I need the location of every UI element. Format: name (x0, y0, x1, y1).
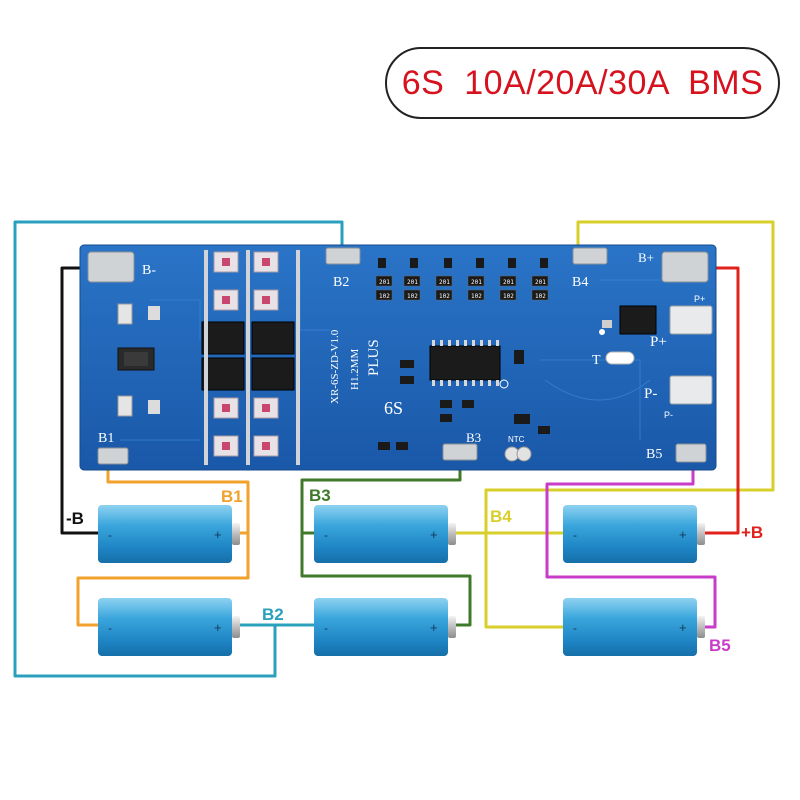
resistor-code: 102 (503, 293, 514, 300)
title-badge: 6S 10A/20A/30A BMS (385, 47, 780, 119)
pad-p-minus (669, 375, 713, 405)
board-label-p-minus: P- (644, 386, 657, 402)
board-label-t: T (592, 353, 601, 368)
resistor-code: 201 (503, 279, 514, 286)
resistor-code: 102 (471, 293, 482, 300)
bms-ic (429, 345, 501, 381)
battery-cells: -+-+-+-+-+-+ (98, 505, 705, 656)
battery-positive-cap (232, 616, 240, 638)
wire-b4 (484, 220, 775, 629)
battery-positive-cap (232, 523, 240, 545)
battery-plus-mark: + (214, 527, 222, 542)
battery-plus-mark: + (679, 527, 687, 542)
battery-cell: -+ (314, 505, 456, 563)
board-model: XR-6S-ZD-V1.0 (329, 329, 341, 404)
battery-cell: -+ (563, 598, 705, 656)
battery-minus-mark: - (573, 528, 577, 542)
resistor-code: 102 (439, 293, 450, 300)
wire-label-neg-b: -B (66, 509, 84, 528)
pad-b-plus (661, 251, 709, 283)
board-label-b5: B5 (646, 447, 662, 462)
board-label-b4: B4 (572, 275, 588, 290)
pad-b2 (325, 247, 361, 265)
resistor-code: 201 (379, 279, 390, 286)
resistor-code: 201 (535, 279, 546, 286)
pad-b4 (572, 247, 608, 265)
board-label-ntc: NTC (508, 435, 525, 444)
pad-b-minus (87, 251, 135, 283)
board-label-b3: B3 (466, 430, 481, 445)
battery-plus-mark: + (214, 620, 222, 635)
board-label-b2: B2 (333, 275, 349, 290)
bms-board: 201 201 201 201 201 201 102 102 102 102 102 102 (79, 244, 717, 471)
battery-positive-cap (697, 523, 705, 545)
wire-b1 (76, 456, 250, 627)
battery-minus-mark: - (573, 621, 577, 635)
board-thickness: H1.2MM (349, 349, 361, 390)
battery-positive-cap (448, 616, 456, 638)
pad-p-plus (669, 305, 713, 335)
board-brand: PLUS (366, 339, 382, 376)
board-label-p-plus-small: P+ (694, 294, 705, 304)
pad-b3 (442, 443, 478, 461)
wire-b5 (545, 456, 717, 629)
battery-minus-mark: - (108, 621, 112, 635)
battery-minus-mark: - (108, 528, 112, 542)
battery-cell: -+ (98, 505, 240, 563)
pad-b5 (675, 443, 707, 463)
resistor-code: 201 (439, 279, 450, 286)
battery-plus-mark: + (679, 620, 687, 635)
board-label-p-plus: P+ (650, 334, 667, 350)
battery-minus-mark: - (324, 621, 328, 635)
wire-b3 (300, 450, 472, 627)
board-series-label: 6S (384, 398, 403, 418)
resistor-code: 102 (407, 293, 418, 300)
board-label-p-minus-small: P- (664, 410, 673, 420)
pad-b1 (97, 447, 129, 465)
board-label-b-minus: B- (142, 263, 156, 278)
wire-label-b3: B3 (309, 486, 331, 505)
wire-label-pos-b: +B (741, 523, 763, 542)
battery-plus-mark: + (430, 527, 438, 542)
board-label-b-plus: B+ (638, 250, 654, 265)
wire-label-b1: B1 (221, 487, 243, 506)
battery-cell: -+ (563, 505, 705, 563)
resistor-code: 201 (407, 279, 418, 286)
wire-label-b5: B5 (709, 636, 731, 655)
battery-plus-mark: + (430, 620, 438, 635)
battery-minus-mark: - (324, 528, 328, 542)
resistor-code: 201 (471, 279, 482, 286)
board-label-b1: B1 (98, 431, 114, 446)
wire-label-b4: B4 (490, 507, 512, 526)
battery-cell: -+ (98, 598, 240, 656)
wire-label-b2: B2 (262, 605, 284, 624)
battery-cell: -+ (314, 598, 456, 656)
resistor-code: 102 (535, 293, 546, 300)
battery-positive-cap (697, 616, 705, 638)
resistor-code: 102 (379, 293, 390, 300)
battery-positive-cap (448, 523, 456, 545)
